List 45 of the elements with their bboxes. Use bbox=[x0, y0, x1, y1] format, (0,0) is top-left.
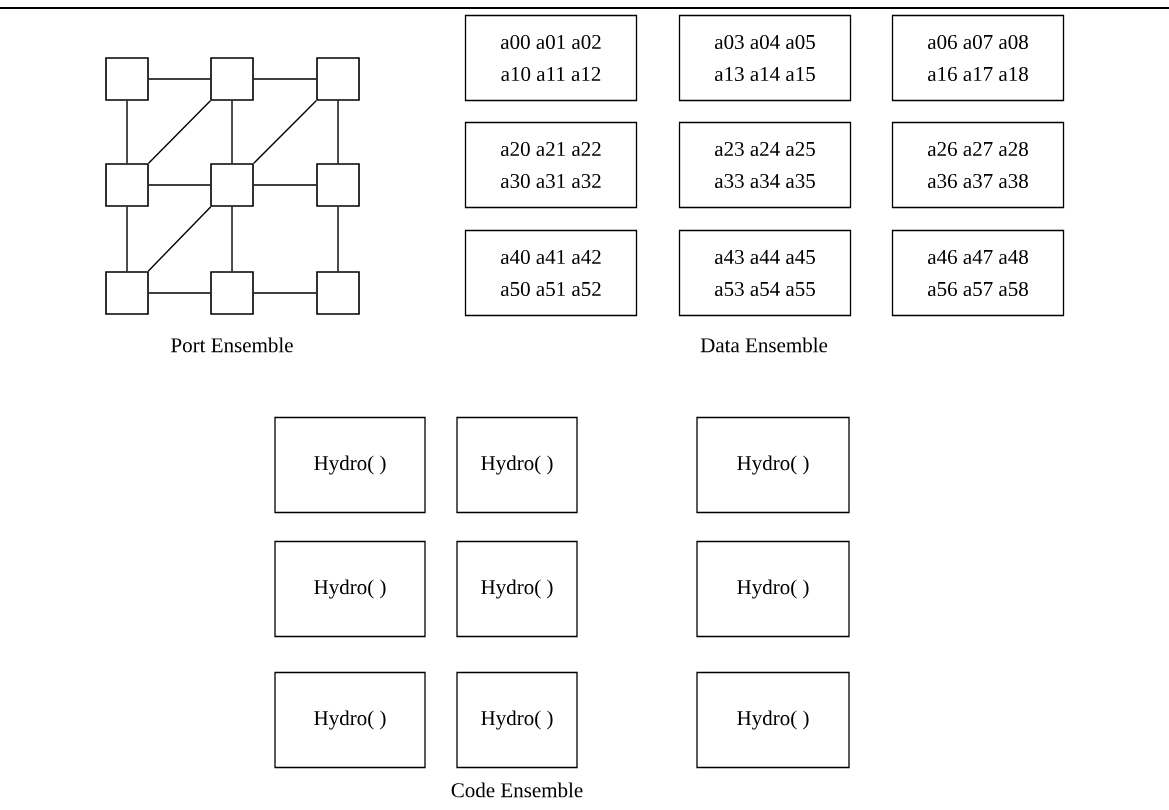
code-box: Hydro( ) bbox=[274, 416, 426, 514]
data-box: a03 a04 a05 a13 a14 a15 bbox=[678, 14, 852, 102]
data-box: a20 a21 a22 a30 a31 a32 bbox=[464, 121, 638, 209]
port-box bbox=[105, 57, 149, 101]
data-box: a46 a47 a48 a56 a57 a58 bbox=[891, 229, 1065, 317]
data-box: a43 a44 a45 a53 a54 a55 bbox=[678, 229, 852, 317]
connector-line bbox=[148, 292, 211, 294]
data-box: a40 a41 a42 a50 a51 a52 bbox=[464, 229, 638, 317]
connector-line bbox=[231, 206, 233, 272]
connector-line bbox=[126, 206, 128, 272]
data-box: a06 a07 a08 a16 a17 a18 bbox=[891, 14, 1065, 102]
code-box: Hydro( ) bbox=[456, 416, 578, 514]
code-box: Hydro( ) bbox=[456, 671, 578, 769]
connector-line bbox=[147, 206, 212, 272]
ensemble-caption: Code Ensemble bbox=[451, 782, 583, 798]
connector-line bbox=[148, 184, 211, 186]
code-box: Hydro( ) bbox=[696, 540, 850, 638]
code-box: Hydro( ) bbox=[274, 671, 426, 769]
data-box: a00 a01 a02 a10 a11 a12 bbox=[464, 14, 638, 102]
port-box bbox=[210, 163, 254, 207]
code-box: Hydro( ) bbox=[696, 671, 850, 769]
data-box: a23 a24 a25 a33 a34 a35 bbox=[678, 121, 852, 209]
connector-line bbox=[253, 100, 317, 164]
connector-line bbox=[337, 100, 339, 164]
port-box bbox=[316, 163, 360, 207]
port-box bbox=[316, 57, 360, 101]
connector-line bbox=[148, 78, 211, 80]
port-box bbox=[210, 57, 254, 101]
connector-line bbox=[337, 206, 339, 272]
ensemble-caption: Port Ensemble bbox=[171, 337, 293, 353]
data-box: a26 a27 a28 a36 a37 a38 bbox=[891, 121, 1065, 209]
port-box bbox=[316, 271, 360, 315]
ensemble-caption: Data Ensemble bbox=[700, 337, 828, 353]
code-box: Hydro( ) bbox=[696, 416, 850, 514]
connector-line bbox=[253, 292, 317, 294]
port-box bbox=[105, 271, 149, 315]
connector-line bbox=[253, 184, 317, 186]
port-box bbox=[105, 163, 149, 207]
code-box: Hydro( ) bbox=[456, 540, 578, 638]
port-box bbox=[210, 271, 254, 315]
connector-line bbox=[147, 100, 212, 164]
code-box: Hydro( ) bbox=[274, 540, 426, 638]
connector-line bbox=[231, 100, 233, 164]
connector-line bbox=[126, 100, 128, 164]
connector-line bbox=[253, 78, 317, 80]
